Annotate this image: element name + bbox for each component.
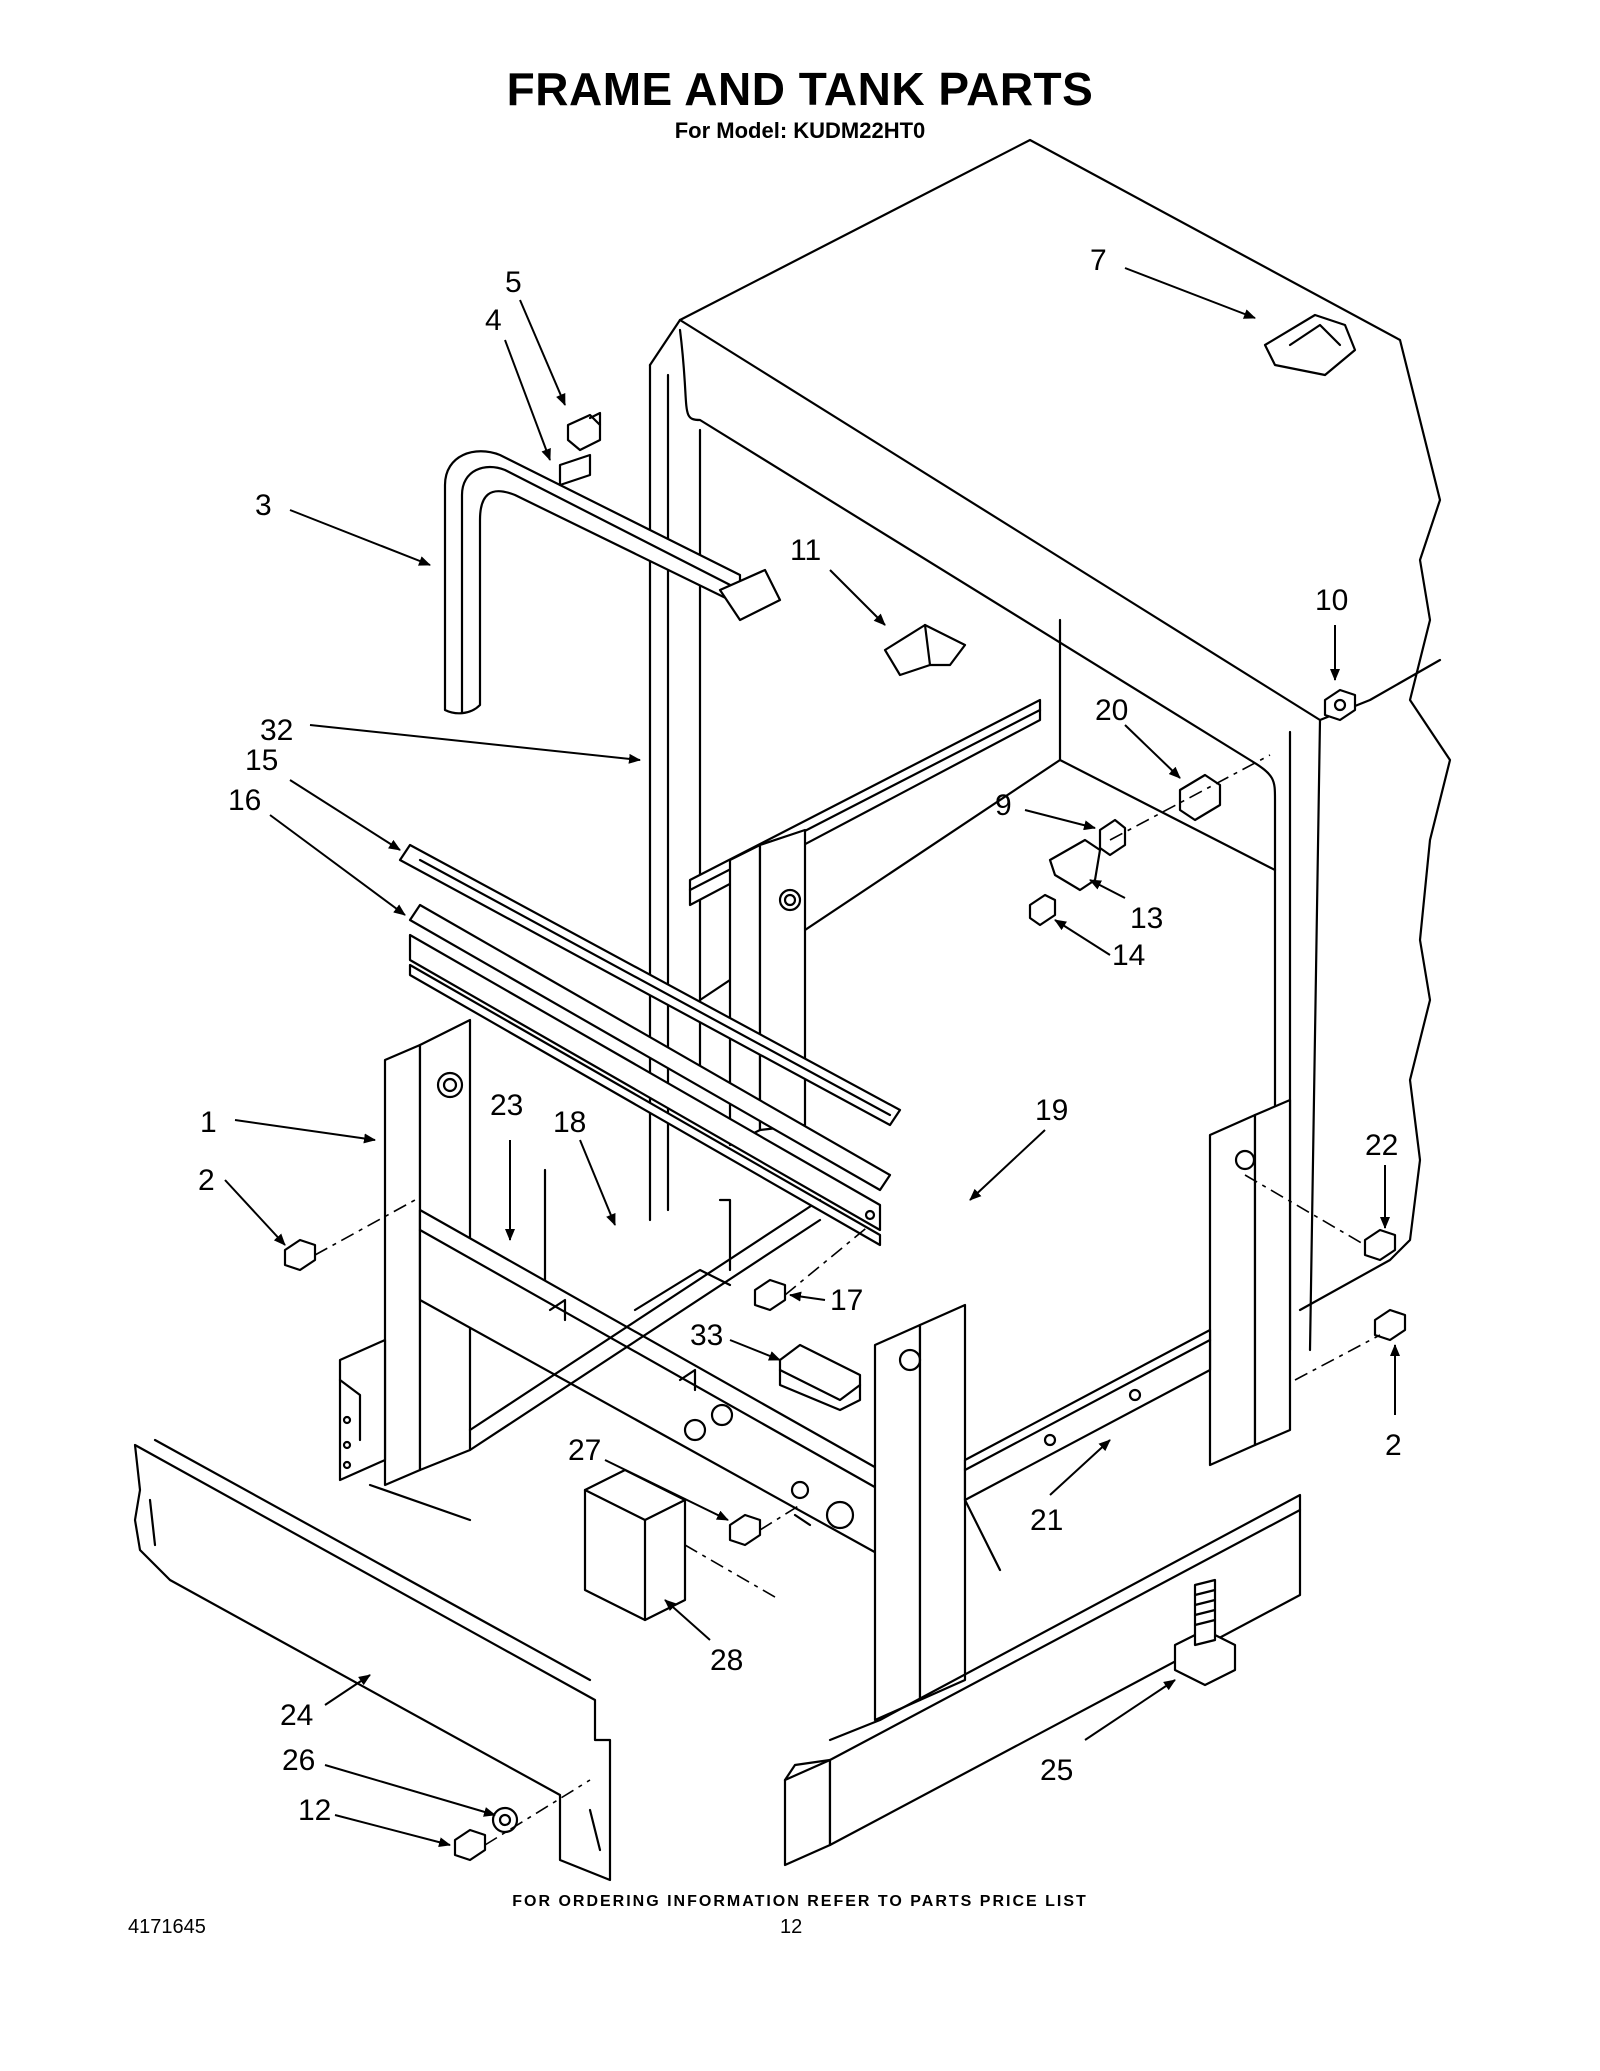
part-17-screw <box>753 1224 871 1312</box>
callout-15: 15 <box>245 744 278 777</box>
callout-4: 4 <box>485 304 502 337</box>
part-22-screw <box>1244 1174 1397 1262</box>
part-2-screw-left <box>283 1199 416 1272</box>
part-24-kick-panel <box>133 1438 612 1882</box>
part-3-u-rail <box>443 450 782 715</box>
frame-rear-rails <box>688 698 1042 1147</box>
hinge-hardware <box>1028 754 1271 927</box>
callout-18: 18 <box>553 1106 586 1139</box>
part-12-screw <box>453 1779 591 1862</box>
callout-26: 26 <box>282 1744 315 1777</box>
callout-24: 24 <box>280 1699 313 1732</box>
callout-17: 17 <box>830 1284 863 1317</box>
part-2-screw-right <box>1294 1308 1407 1381</box>
page-title: FRAME AND TANK PARTS <box>506 63 1094 115</box>
callout-10: 10 <box>1315 584 1348 617</box>
callout-1: 1 <box>200 1106 217 1139</box>
callout-23: 23 <box>490 1089 523 1122</box>
callout-20: 20 <box>1095 694 1128 727</box>
callout-14: 14 <box>1112 939 1145 972</box>
frame-right-side <box>783 1098 1302 1867</box>
document-number: 4171645 <box>128 1916 206 1938</box>
callout-33: 33 <box>690 1319 723 1352</box>
callout-19: 19 <box>1035 1094 1068 1127</box>
callout-13: 13 <box>1130 902 1163 935</box>
part-26-washer <box>491 1806 519 1834</box>
part-11-bracket <box>883 623 967 677</box>
callout-3: 3 <box>255 489 272 522</box>
floor-rails <box>368 1168 822 1522</box>
part-27-screw <box>728 1504 801 1547</box>
callout-5: 5 <box>505 266 522 299</box>
page-number: 12 <box>780 1916 803 1938</box>
ordering-note: FOR ORDERING INFORMATION REFER TO PARTS … <box>512 1893 1088 1910</box>
part-15-rail <box>398 843 902 1127</box>
part-33-block <box>778 1343 862 1412</box>
callout-22: 22 <box>1365 1129 1398 1162</box>
part-25-leveling-leg <box>1173 1578 1237 1687</box>
callout-7: 7 <box>1090 244 1107 277</box>
part-7-clip <box>1263 313 1357 377</box>
part-10-nut <box>1323 688 1357 722</box>
part-16-rail <box>408 903 892 1247</box>
model-subtitle: For Model: KUDM22HT0 <box>674 118 926 143</box>
callout-2-left: 2 <box>198 1164 215 1197</box>
callout-11: 11 <box>790 534 821 567</box>
callout-labels: 1 2 2 3 4 5 7 9 10 11 12 13 14 15 16 17 … <box>198 244 1402 1827</box>
callout-12: 12 <box>298 1794 331 1827</box>
callout-16: 16 <box>228 784 261 817</box>
callout-21: 21 <box>1030 1504 1063 1537</box>
callout-25: 25 <box>1040 1754 1073 1787</box>
callout-32: 32 <box>260 714 293 747</box>
callout-9: 9 <box>995 789 1012 822</box>
callout-2-right: 2 <box>1385 1429 1402 1462</box>
callout-27: 27 <box>568 1434 601 1467</box>
part-5-screw <box>566 411 602 452</box>
part-28-module <box>583 1468 781 1622</box>
callout-leaders <box>224 267 1400 1848</box>
callout-28: 28 <box>710 1644 743 1677</box>
